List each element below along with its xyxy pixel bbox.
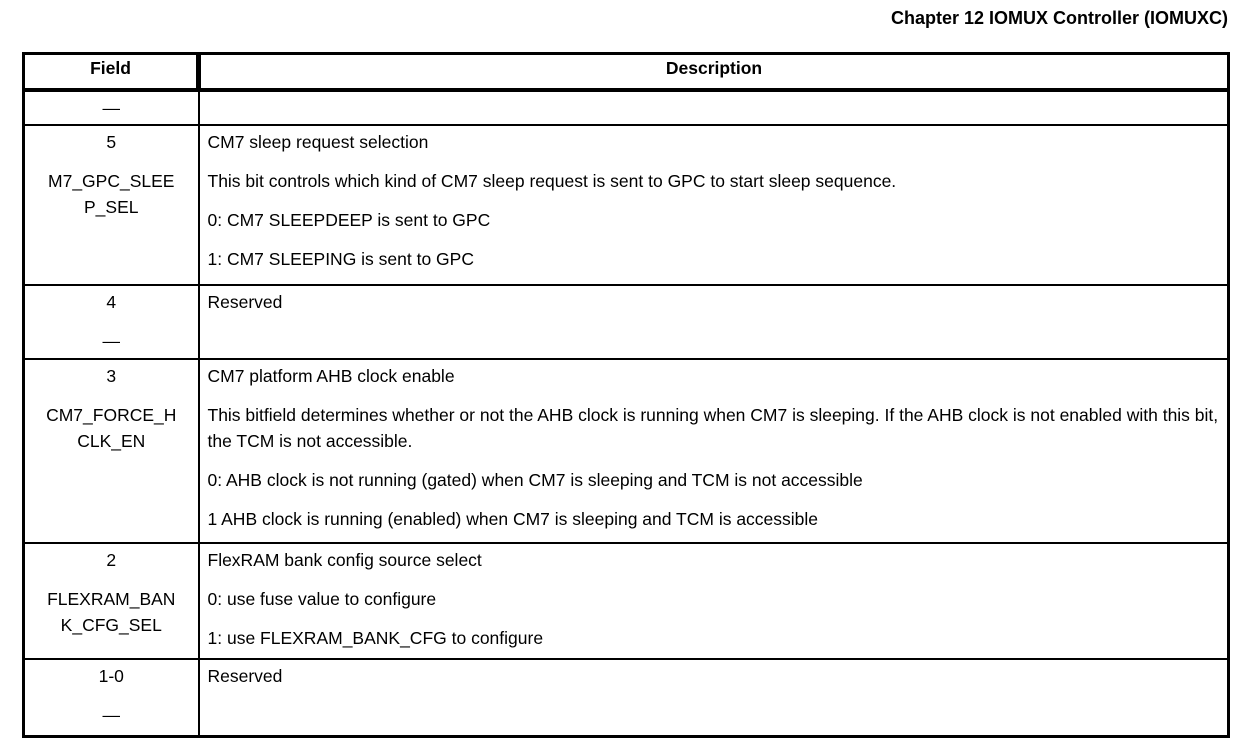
description-paragraph: Reserved (207, 665, 283, 686)
description-paragraph: 1: CM7 SLEEPING is sent to GPC (207, 248, 474, 269)
description-cell (199, 90, 1229, 125)
table-row: 1-0 — Reserved (23, 657, 1229, 737)
description-paragraph: This bitfield determines whether or not … (207, 404, 1219, 451)
description-cell: FlexRAM bank config source select 0: use… (198, 541, 1229, 659)
field-bits: 4 (106, 291, 117, 312)
chapter-title: Chapter 12 IOMUX Controller (IOMUXC) (890, 8, 1228, 28)
field-name: — (102, 330, 121, 351)
description-paragraph: 1 AHB clock is running (enabled) when CM… (207, 508, 819, 529)
description-paragraph: CM7 platform AHB clock enable (207, 365, 455, 386)
field-name: M7_GPC_SLEEP_SEL (48, 170, 175, 217)
description-cell: CM7 sleep request selection This bit con… (198, 123, 1229, 285)
description-paragraph: 1: use FLEXRAM_BANK_CFG to configure (207, 627, 544, 648)
field-bits: 1-0 (98, 665, 124, 686)
table-row: 2 FLEXRAM_BANK_CFG_SEL FlexRAM bank conf… (23, 541, 1229, 659)
field-column-header: Field (23, 53, 201, 92)
field-cell: — (23, 89, 200, 125)
field-bits: 3 (106, 365, 117, 386)
description-paragraph: 0: use fuse value to configure (207, 588, 437, 609)
field-cell: 4 — (23, 283, 200, 359)
table-header-row: Field Description (23, 53, 1229, 92)
table-row: 5 M7_GPC_SLEEP_SEL CM7 sleep request sel… (23, 123, 1229, 285)
field-cell: 5 M7_GPC_SLEEP_SEL (23, 123, 200, 285)
bitfield-table: Field Description — 5 M7_GPC_SLEEP_SEL C… (22, 52, 1230, 738)
field-cell: 3 CM7_FORCE_HCLK_EN (23, 357, 200, 543)
description-paragraph: Reserved (207, 291, 283, 312)
description-cell: CM7 platform AHB clock enable This bitfi… (198, 357, 1229, 543)
table-row: 4 — Reserved (23, 283, 1229, 359)
table-row: 3 CM7_FORCE_HCLK_EN CM7 platform AHB clo… (23, 357, 1229, 543)
field-bits: — (102, 97, 121, 118)
field-cell: 1-0 — (23, 657, 200, 737)
description-paragraph: FlexRAM bank config source select (207, 549, 482, 570)
description-cell: Reserved (198, 657, 1229, 737)
field-bits: 2 (106, 549, 117, 570)
field-name: — (102, 704, 121, 725)
description-paragraph: 0: AHB clock is not running (gated) when… (207, 469, 863, 490)
description-cell: Reserved (198, 283, 1229, 359)
description-paragraph: This bit controls which kind of CM7 slee… (207, 170, 897, 191)
field-name: FLEXRAM_BANK_CFG_SEL (47, 588, 176, 635)
field-name: CM7_FORCE_HCLK_EN (46, 404, 177, 451)
description-paragraph: 0: CM7 SLEEPDEEP is sent to GPC (207, 209, 491, 230)
field-cell: 2 FLEXRAM_BANK_CFG_SEL (23, 541, 200, 659)
field-bits: 5 (106, 131, 117, 152)
table-row: — (23, 89, 1229, 125)
description-column-header: Description (198, 53, 1229, 92)
description-paragraph: CM7 sleep request selection (207, 131, 429, 152)
